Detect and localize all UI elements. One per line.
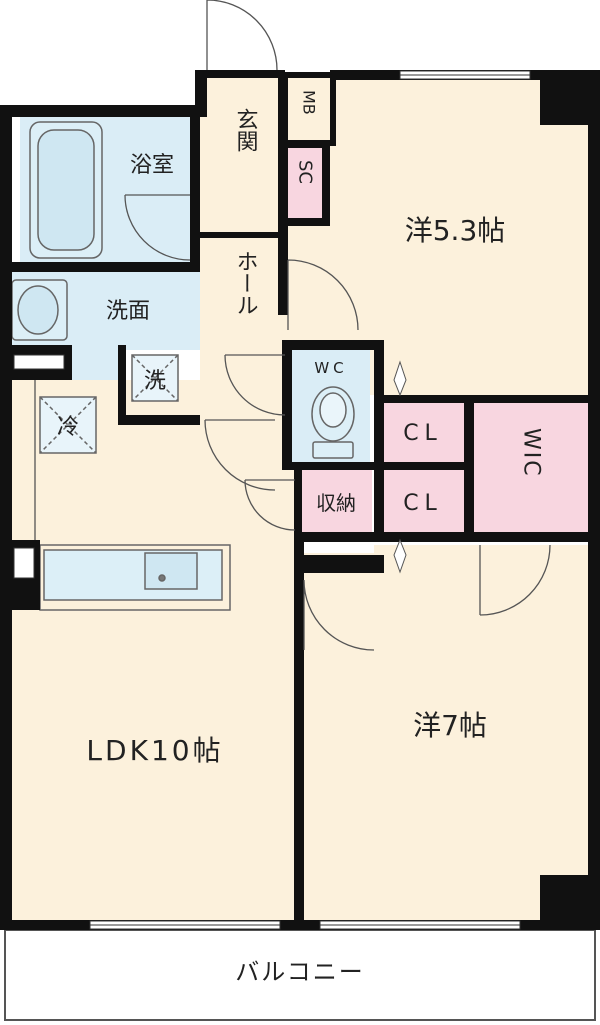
entrance-label: 玄関: [233, 108, 258, 152]
hall-label: ホール: [233, 250, 258, 316]
western2-floor: [300, 545, 590, 925]
washer-label: 洗: [144, 369, 166, 394]
wc-label: WC: [314, 359, 347, 377]
mb-label: MB: [300, 90, 319, 115]
fridge-label: 冷: [57, 415, 79, 440]
fixtures: [11, 121, 355, 611]
room-labels: 浴室 玄関 MB SC 洋5.3帖 ホール 洗面 洗 冷 WC CL CL WI…: [57, 90, 544, 986]
sink-icon: [144, 552, 198, 590]
front-door-swing: [206, 0, 278, 71]
western1-door-swing: [287, 259, 359, 331]
washroom-lower-floor: [70, 345, 125, 380]
bath-door-swing: [124, 194, 191, 261]
ldk-label: LDK10帖: [86, 734, 223, 767]
windows: [13, 70, 531, 930]
wic-floor: [473, 402, 588, 532]
cl2-floor: [382, 470, 464, 532]
storage-floor: [300, 470, 372, 532]
balcony-label: バルコニー: [235, 958, 365, 986]
western2-label: 洋7帖: [413, 709, 487, 742]
cl1-floor: [382, 400, 464, 462]
cl2-label: CL: [403, 491, 443, 516]
storage-label: 収納: [316, 491, 356, 515]
cl1-label: CL: [403, 421, 443, 446]
doors: [34, 0, 551, 651]
walls: [0, 70, 600, 930]
cl-door-markers: [393, 360, 407, 574]
wic-label: WIC: [519, 428, 544, 478]
bath-label: 浴室: [130, 153, 174, 178]
sc-label: SC: [295, 160, 316, 184]
entrance-floor: [200, 75, 285, 235]
hall-door-swing: [204, 419, 276, 491]
storage-door-swing: [244, 479, 296, 531]
western1-label: 洋5.3帖: [405, 214, 506, 247]
western2-door-swing: [303, 579, 375, 651]
hall-door-swing-2: [224, 354, 286, 416]
sc-floor: [282, 148, 324, 220]
toilet-tank-icon: [312, 441, 354, 459]
washroom-label: 洗面: [106, 299, 150, 324]
wic-door-swing: [479, 544, 551, 616]
